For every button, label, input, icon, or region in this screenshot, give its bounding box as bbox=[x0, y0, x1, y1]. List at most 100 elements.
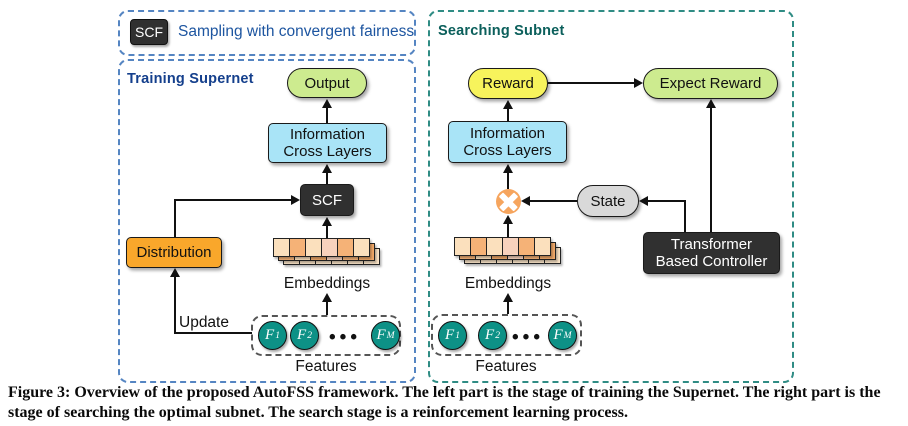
line-emb-to-scf bbox=[326, 225, 328, 238]
state-node-label: State bbox=[590, 192, 626, 210]
f1-right-base: F bbox=[445, 327, 455, 343]
legend-label: Sampling with convergent fairness bbox=[178, 23, 415, 40]
embeddings-label-left: Embeddings bbox=[283, 275, 371, 292]
embeddings-layer-front-r bbox=[454, 237, 551, 256]
scf-node: SCF bbox=[300, 184, 354, 216]
arrow-state-to-x bbox=[521, 196, 530, 206]
line-ctrl-to-expect bbox=[710, 107, 712, 232]
fm-right-base: F bbox=[553, 327, 563, 343]
line-update-h bbox=[174, 332, 252, 334]
embedding-cell bbox=[471, 238, 487, 255]
line-feat-to-emb-right bbox=[507, 301, 509, 314]
embedding-cell bbox=[322, 239, 338, 256]
arrow-feat-to-emb-left bbox=[322, 293, 332, 302]
icl-left-line1: Information bbox=[289, 126, 366, 143]
multiply-operator-icon bbox=[496, 189, 521, 214]
reward-node-label: Reward bbox=[482, 75, 534, 92]
embeddings-label-right: Embeddings bbox=[464, 275, 552, 292]
arrow-icl-to-output bbox=[322, 99, 332, 108]
embedding-cell bbox=[290, 239, 306, 256]
embedding-cell bbox=[338, 239, 354, 256]
line-dist-elbow-v bbox=[174, 200, 176, 237]
arrow-dist-to-scf bbox=[291, 195, 300, 205]
arrow-feat-to-emb-right bbox=[503, 293, 513, 302]
arrow-scf-to-icl bbox=[322, 164, 332, 173]
line-emb-to-x bbox=[507, 223, 509, 237]
embedding-cell bbox=[306, 239, 322, 256]
line-ctrl-to-state-h bbox=[647, 200, 686, 202]
legend-scf-chip-label: SCF bbox=[135, 24, 163, 40]
expect-reward-node-label: Expect Reward bbox=[659, 75, 762, 92]
caption-line1: Figure 3: Overview of the proposed AutoF… bbox=[8, 384, 881, 401]
line-scf-to-icl bbox=[326, 172, 328, 184]
f2-right-base: F bbox=[485, 327, 495, 343]
embeddings-layer-front bbox=[273, 238, 370, 257]
output-node: Output bbox=[287, 68, 367, 98]
arrow-emb-to-scf bbox=[322, 217, 332, 226]
features-box-right bbox=[431, 314, 582, 356]
icl-right-line1: Information bbox=[469, 125, 546, 142]
line-ctrl-to-state-v bbox=[684, 201, 686, 232]
embedding-cell bbox=[503, 238, 519, 255]
distribution-node: Distribution bbox=[126, 237, 222, 268]
arrow-ctrl-to-expect bbox=[706, 99, 716, 108]
ellipsis-right: ••• bbox=[512, 327, 544, 348]
training-supernet-title: Training Supernet bbox=[127, 71, 254, 87]
embedding-cell bbox=[487, 238, 503, 255]
f1-left-base: F bbox=[265, 327, 275, 343]
arrow-ctrl-to-state bbox=[639, 196, 648, 206]
line-x-to-icl bbox=[507, 172, 509, 189]
figure-caption: Figure 3: Overview of the proposed AutoF… bbox=[8, 383, 904, 423]
fm-left-base: F bbox=[376, 327, 386, 343]
embedding-cell bbox=[519, 238, 535, 255]
controller-line2: Based Controller bbox=[655, 253, 768, 270]
embedding-cell bbox=[455, 238, 471, 255]
features-label-left: Features bbox=[295, 358, 357, 375]
embeddings-stack-left bbox=[273, 238, 385, 268]
features-label-right: Features bbox=[475, 358, 537, 375]
icl-left-line2: Cross Layers bbox=[283, 143, 372, 160]
line-reward-to-expect bbox=[548, 82, 636, 84]
distribution-node-label: Distribution bbox=[136, 244, 212, 261]
embedding-cell bbox=[354, 239, 369, 256]
embeddings-stack-right bbox=[454, 237, 566, 267]
arrow-icl-to-reward bbox=[503, 100, 513, 109]
line-state-to-x bbox=[529, 200, 577, 202]
scf-node-label: SCF bbox=[312, 191, 342, 209]
line-feat-to-emb-left bbox=[326, 301, 328, 315]
line-update-v bbox=[174, 276, 176, 334]
searching-subnet-title: Searching Subnet bbox=[438, 23, 565, 39]
embedding-cell bbox=[535, 238, 550, 255]
arrow-emb-to-x bbox=[503, 215, 513, 224]
embedding-cell bbox=[274, 239, 290, 256]
reward-node: Reward bbox=[468, 68, 548, 99]
output-node-label: Output bbox=[304, 74, 350, 92]
legend-scf-chip: SCF bbox=[130, 19, 168, 45]
line-icl-to-reward bbox=[507, 108, 509, 121]
line-icl-to-output bbox=[326, 107, 328, 123]
update-label: Update bbox=[179, 314, 229, 331]
icl-right-line2: Cross Layers bbox=[463, 142, 552, 159]
ellipsis-left: ••• bbox=[329, 327, 361, 348]
line-dist-elbow-h bbox=[174, 199, 292, 201]
arrow-x-to-icl bbox=[503, 164, 513, 173]
expect-reward-node: Expect Reward bbox=[643, 68, 778, 99]
arrow-update-to-dist bbox=[170, 268, 180, 277]
state-node: State bbox=[577, 185, 639, 217]
controller-line1: Transformer bbox=[670, 236, 753, 253]
caption-line2: stage of searching the optimal subnet. T… bbox=[8, 404, 628, 421]
arrow-reward-to-expect bbox=[634, 78, 643, 88]
